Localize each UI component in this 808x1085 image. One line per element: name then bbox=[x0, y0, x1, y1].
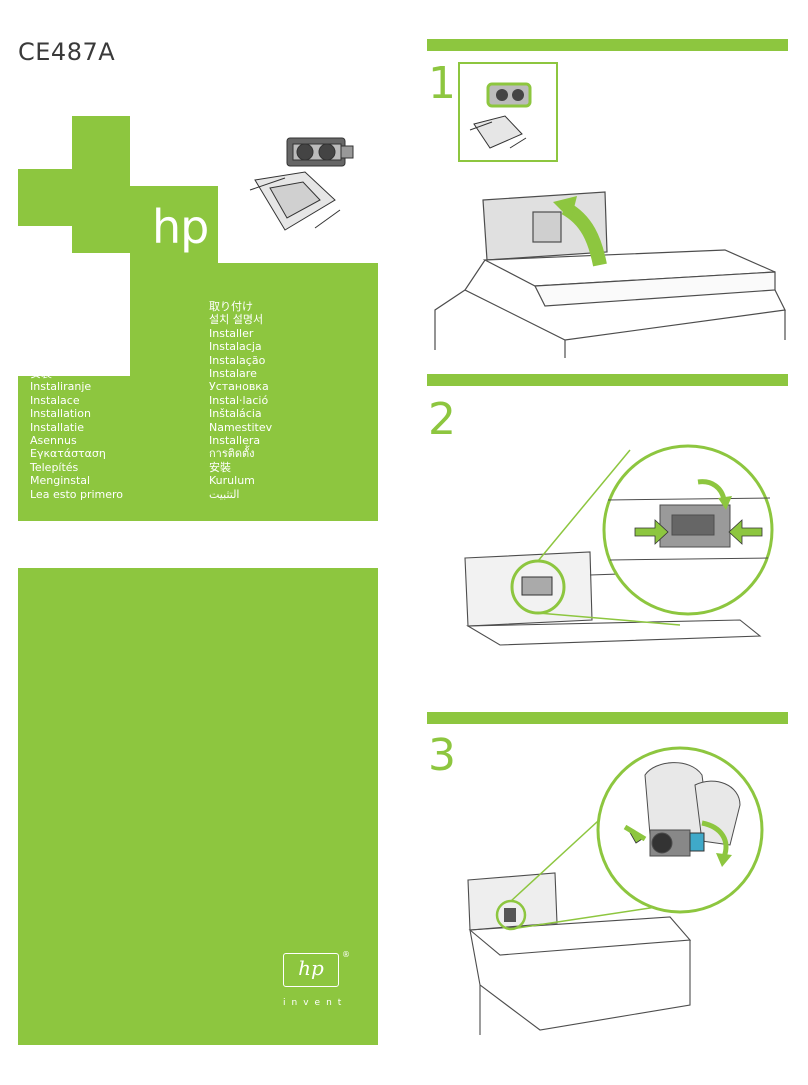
part-thumbnail-icon bbox=[469, 82, 532, 149]
language-item: Installieren bbox=[30, 326, 91, 340]
hp-logo: hp bbox=[283, 953, 339, 987]
language-item: Instalación bbox=[30, 353, 90, 367]
language-item: Установка bbox=[209, 380, 269, 394]
language-item: Namestitev bbox=[209, 420, 273, 434]
logo-cutout bbox=[72, 253, 130, 376]
language-item: Installera bbox=[209, 434, 261, 448]
pickup-roller-icon bbox=[286, 137, 354, 167]
language-item: Menginstal bbox=[30, 474, 91, 488]
push-arrow-left-icon bbox=[634, 519, 669, 545]
logo-stem bbox=[152, 186, 218, 376]
push-arrow-right-icon bbox=[728, 519, 763, 545]
language-item: 取り付け bbox=[209, 300, 253, 313]
back-panel bbox=[18, 568, 378, 1045]
step-3-illustration bbox=[467, 746, 764, 1035]
step-1-bar bbox=[427, 39, 788, 51]
language-item: 安装 bbox=[30, 367, 52, 381]
blue-latch bbox=[689, 832, 705, 852]
language-item: Instaliranje bbox=[30, 380, 92, 394]
step-2-illustration bbox=[464, 444, 774, 646]
hp-logo-text: hp bbox=[298, 956, 324, 980]
step-1-number: 1 bbox=[428, 58, 456, 109]
language-list-left: Install Installation Installieren Instal… bbox=[30, 300, 123, 501]
language-item: Εγκατάσταση bbox=[30, 447, 106, 461]
language-item: Instalare bbox=[209, 367, 257, 381]
language-item: Instal·lació bbox=[209, 393, 269, 407]
step-1-illustration bbox=[434, 191, 786, 358]
rotate-arrow-icon bbox=[697, 479, 727, 501]
language-item: Install bbox=[30, 300, 64, 313]
language-item: Lea esto primero bbox=[30, 487, 124, 501]
part-illustration bbox=[249, 137, 354, 231]
language-item: Installer bbox=[209, 326, 254, 340]
logo-cutout bbox=[218, 253, 378, 263]
arrow-head-icon bbox=[553, 196, 577, 220]
step-2-bar bbox=[427, 374, 788, 386]
language-item: 安裝 bbox=[209, 460, 231, 474]
step-1-thumbnail bbox=[458, 62, 558, 162]
language-item: Asennus bbox=[30, 434, 77, 448]
rotate-arrow-icon bbox=[701, 820, 729, 858]
registered-mark: ® bbox=[342, 950, 350, 959]
language-item: Instalacja bbox=[209, 340, 262, 354]
language-item: Instalace bbox=[30, 393, 80, 407]
hp-tagline: invent bbox=[283, 998, 348, 1008]
language-item: การติดตั้ง bbox=[209, 447, 255, 461]
language-item: Telepítés bbox=[30, 460, 79, 474]
language-item: Installazione bbox=[30, 340, 100, 354]
step-3-bar bbox=[427, 712, 788, 724]
step-2-number: 2 bbox=[428, 394, 456, 445]
hp-wordmark: hp bbox=[152, 200, 209, 254]
language-item: Kurulum bbox=[209, 474, 255, 488]
logo-cutout bbox=[18, 116, 72, 169]
language-item: Installation bbox=[30, 313, 91, 327]
language-list-right: 取り付け 설치 설명서 Installer Instalacja Instala… bbox=[209, 300, 272, 501]
language-item: Installatie bbox=[30, 420, 84, 434]
logo-cutout bbox=[18, 226, 72, 376]
step-3-number: 3 bbox=[428, 730, 456, 781]
language-item: Installation bbox=[30, 407, 91, 421]
language-item: التثبيت bbox=[209, 487, 240, 501]
separation-pad-icon bbox=[249, 171, 341, 231]
language-item: Inštalácia bbox=[209, 407, 262, 421]
product-code: CE487A bbox=[18, 38, 116, 66]
language-item: 설치 설명서 bbox=[209, 313, 264, 327]
language-item: Instalação bbox=[209, 353, 266, 367]
